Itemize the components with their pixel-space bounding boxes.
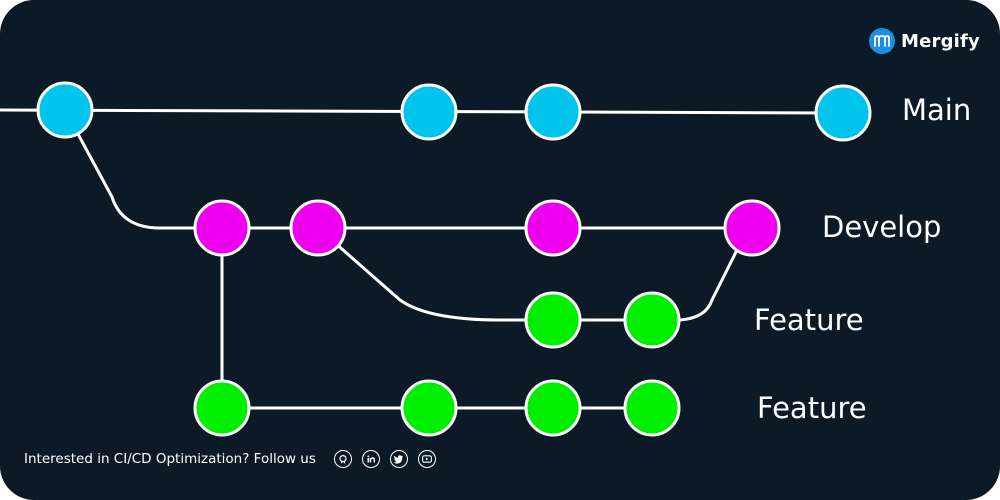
footer: Interested in CI/CD Optimization? Follow… <box>24 450 436 468</box>
github-icon[interactable] <box>333 450 352 468</box>
main-commit <box>524 83 582 141</box>
main-branch-label: Main <box>902 93 972 127</box>
main-commit <box>36 81 94 139</box>
develop-commit <box>723 199 781 257</box>
feature-branch-1-label: Feature <box>754 303 864 337</box>
feature-commit <box>623 379 681 437</box>
feature-commit <box>193 379 251 437</box>
main-commit <box>814 84 872 142</box>
brand-name: Mergify <box>900 30 980 52</box>
feature-branch-1-start-line <box>316 226 555 322</box>
develop-branch-start-line <box>63 108 224 230</box>
linkedin-icon[interactable] <box>361 450 380 468</box>
footer-text: Interested in CI/CD Optimization? Follow… <box>24 451 316 467</box>
twitter-icon[interactable] <box>389 450 408 468</box>
main-commit <box>400 83 458 141</box>
feature-branch-2-label: Feature <box>757 391 867 425</box>
develop-branch-label: Develop <box>822 210 942 244</box>
develop-commit <box>289 199 347 257</box>
mergify-logo-icon <box>868 28 895 54</box>
develop-commit <box>524 199 582 257</box>
feature-commit <box>400 379 458 437</box>
brand[interactable]: Mergify <box>868 28 980 54</box>
feature-commit <box>623 291 681 349</box>
feature-commit <box>524 379 582 437</box>
youtube-icon[interactable] <box>417 450 436 468</box>
feature-commit <box>524 291 582 349</box>
develop-commit <box>193 199 251 257</box>
